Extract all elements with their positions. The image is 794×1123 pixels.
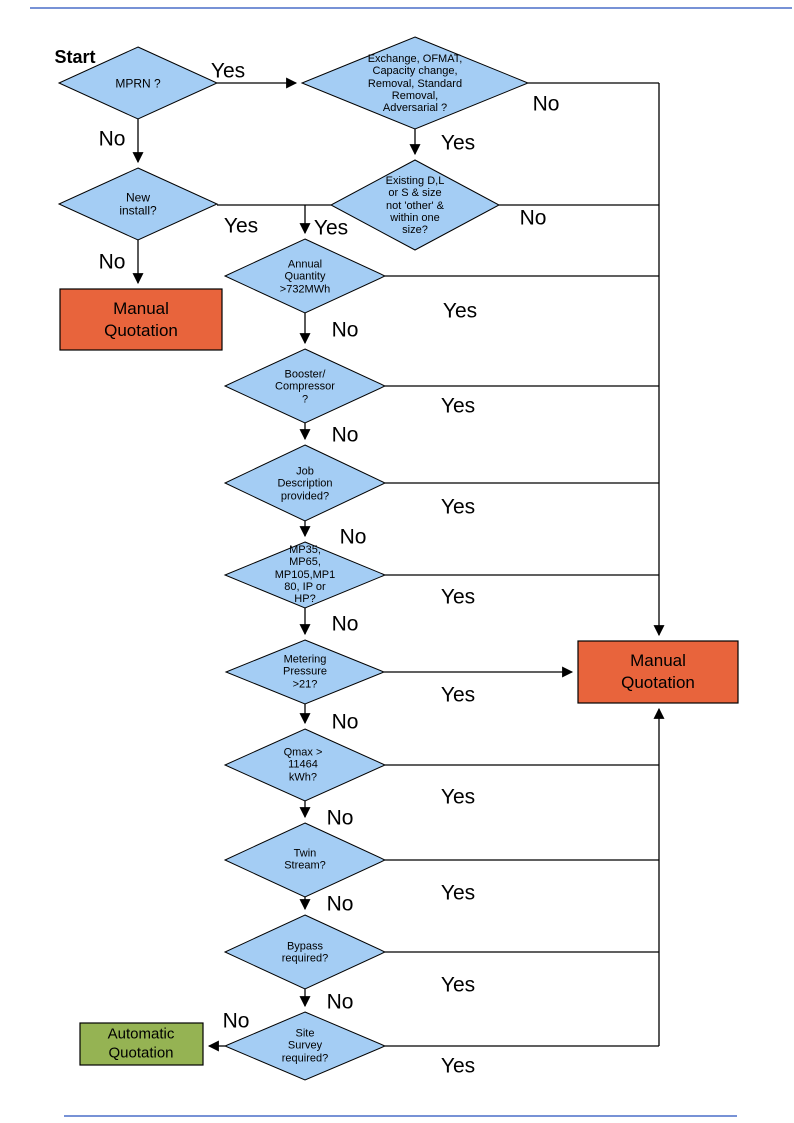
edge-label-exchange-no: No: [532, 92, 560, 116]
decision-metering-pressure-label: Metering Pressure >21?: [282, 653, 328, 691]
decision-bypass-label: Bypass required?: [281, 940, 329, 965]
decision-twin-stream: [223, 822, 387, 898]
decision-site-survey-label: Site Survey required?: [281, 1027, 329, 1065]
decision-mp-pressure-tiers-label: MP35, MP65, MP105,MP1 80, IP or HP?: [274, 544, 336, 606]
edge-label-bypass-yes: Yes: [440, 973, 476, 997]
decision-new-install: [57, 167, 219, 241]
edge-label-twin-yes: Yes: [440, 881, 476, 905]
edge-label-existing-no: No: [519, 206, 547, 230]
decision-mp-pressure-tiers: [223, 541, 387, 609]
decision-booster: [223, 348, 387, 424]
edge-label-newinstall-no: No: [98, 250, 126, 274]
decision-shapes: [57, 36, 530, 1081]
edge-label-bypass-no: No: [326, 990, 354, 1014]
edge-label-annual-yes: Yes: [442, 299, 478, 323]
edge-label-mp35-yes: Yes: [440, 585, 476, 609]
terminal-manual-quotation-right-label: Manual Quotation: [621, 650, 695, 692]
terminal-automatic-quotation-box: [79, 1022, 204, 1066]
decision-new-install-label: New install?: [119, 190, 157, 218]
edge-label-metering-yes: Yes: [440, 683, 476, 707]
edge-label-booster-yes: Yes: [440, 394, 476, 418]
decision-annual-quantity-label: Annual Quantity >732MWh: [279, 258, 331, 296]
edge-label-newinstall-yes: Yes: [223, 214, 259, 238]
edge-label-metering-no: No: [331, 710, 359, 734]
decision-site-survey: [223, 1011, 387, 1081]
decision-twin-stream-label: Twin Stream?: [284, 847, 326, 872]
start-label: Start: [54, 46, 96, 67]
edge-label-existing-yes: Yes: [313, 216, 349, 240]
edge-label-mp35-no: No: [331, 612, 359, 636]
edge-label-jobdesc-yes: Yes: [440, 495, 476, 519]
edge-label-qmax-yes: Yes: [440, 785, 476, 809]
decision-job-description-label: Job Description provided?: [277, 465, 333, 503]
edge-label-site-no: No: [222, 1009, 250, 1033]
decision-annual-quantity: [223, 238, 387, 314]
edge-label-annual-no: No: [331, 318, 359, 342]
terminal-manual-quotation-left-box: [59, 288, 223, 351]
decision-mprn-label: MPRN ?: [115, 76, 161, 91]
decision-mprn: [57, 46, 219, 120]
decision-existing-label: Existing D,L or S & size not 'other' & w…: [385, 175, 445, 237]
edge-label-twin-no: No: [326, 892, 354, 916]
decision-existing: [329, 159, 501, 251]
decision-qmax: [223, 728, 387, 802]
edge-label-booster-no: No: [331, 423, 359, 447]
decision-job-description: [223, 444, 387, 522]
terminal-automatic-quotation-label: Automatic Quotation: [107, 1025, 175, 1061]
decision-booster-label: Booster/ Compressor ?: [275, 368, 335, 406]
terminal-shapes: [59, 288, 739, 1066]
decision-metering-pressure: [224, 639, 386, 705]
edge-label-exchange-yes: Yes: [440, 131, 476, 155]
decision-exchange-label: Exchange, OFMAT, Capacity change, Remova…: [367, 53, 463, 115]
edge-label-mprn-no: No: [98, 127, 126, 151]
edge-label-jobdesc-no: No: [339, 525, 367, 549]
edge-label-mprn-yes: Yes: [210, 59, 246, 83]
terminal-manual-quotation-right-box: [577, 640, 739, 704]
edge-label-qmax-no: No: [326, 806, 354, 830]
edge-label-site-yes: Yes: [440, 1054, 476, 1078]
decision-bypass: [223, 914, 387, 990]
flow-connectors: [132, 77, 665, 1052]
terminal-manual-quotation-left-label: Manual Quotation: [104, 298, 178, 340]
decision-exchange: [300, 36, 530, 130]
decision-qmax-label: Qmax > 11464 kWh?: [283, 746, 323, 784]
